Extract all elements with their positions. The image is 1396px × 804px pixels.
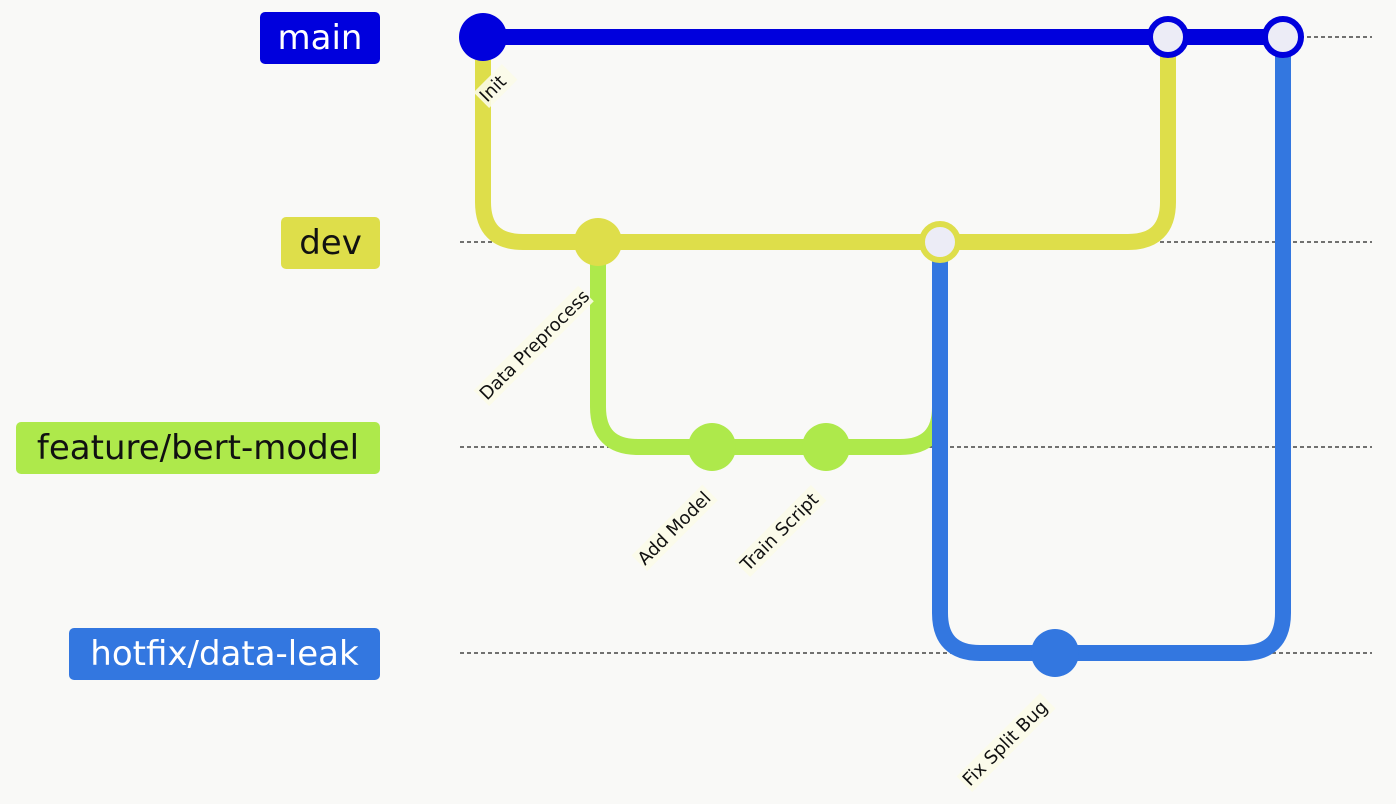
branch-label-dev: dev: [281, 217, 380, 269]
commit-fix-split-bug[interactable]: [1031, 629, 1079, 677]
svg-text:Add Model: Add Model: [634, 488, 716, 570]
commit-label-add-model: Add Model: [631, 484, 718, 571]
commit-init[interactable]: [459, 13, 507, 61]
svg-text:Data Preprocess: Data Preprocess: [476, 286, 594, 404]
commit-add-model[interactable]: [688, 423, 736, 471]
edge-hotfix: [932, 37, 1291, 661]
branch-label-feature-bert-model: feature/bert-model: [16, 422, 380, 474]
branch-label-main: main: [260, 12, 380, 64]
commit-merge-hotfix-into-main[interactable]: [1262, 16, 1304, 58]
commit-label-train-script: Train Script: [734, 485, 827, 577]
svg-text:Train Script: Train Script: [736, 489, 823, 576]
branch-name-hotfix-data-leak: hotfix/data-leak: [90, 634, 359, 674]
edge-dev: [475, 37, 1176, 250]
commit-train-script[interactable]: [802, 423, 850, 471]
svg-text:Fix Split Bug: Fix Split Bug: [959, 697, 1053, 791]
branch-name-main: main: [277, 18, 363, 58]
branch-name-dev: dev: [299, 223, 362, 263]
commit-label-fix-split-bug: Fix Split Bug: [956, 692, 1056, 792]
branch-label-hotfix-data-leak: hotfix/data-leak: [69, 628, 380, 680]
branch-name-feature-bert-model: feature/bert-model: [36, 428, 360, 468]
commit-label-data-preprocess: Data Preprocess: [473, 285, 594, 406]
commit-merge-feature-into-dev[interactable]: [919, 221, 961, 263]
edge-feature: [590, 242, 948, 455]
commit-merge-dev-into-main[interactable]: [1147, 16, 1189, 58]
commit-data-preprocess[interactable]: [574, 218, 622, 266]
